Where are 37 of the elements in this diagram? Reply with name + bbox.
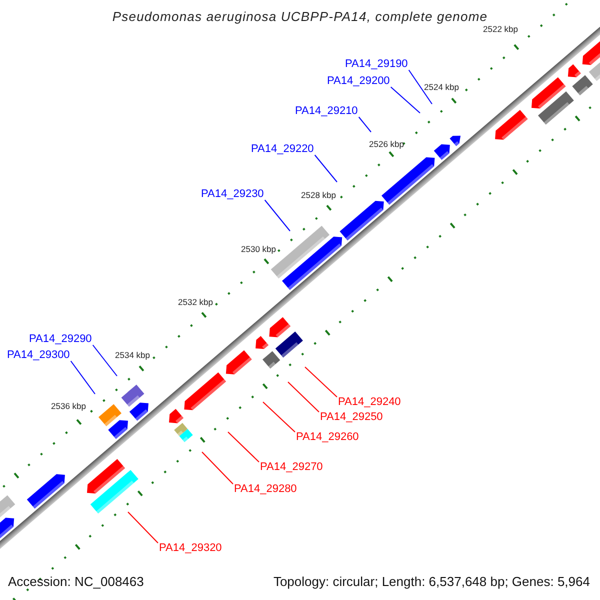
scale-label: 2522 kbp	[483, 24, 518, 34]
scale-label: 2536 kbp	[51, 401, 86, 411]
leader-line	[408, 70, 432, 104]
gene-label: PA14_29300	[7, 349, 70, 362]
leader-line	[262, 402, 296, 432]
scale-label: 2526 kbp	[369, 139, 404, 149]
gene-label: PA14_29290	[29, 333, 92, 346]
leader-line	[314, 154, 338, 182]
gene-label: PA14_29190	[345, 58, 408, 71]
scale-label: 2528 kbp	[301, 190, 336, 200]
leader-line	[358, 116, 372, 132]
gene-label: PA14_29200	[327, 75, 390, 88]
leader-line	[288, 382, 320, 412]
scale-label: 2532 kbp	[178, 297, 213, 307]
gene-label: PA14_29210	[295, 105, 358, 118]
leader-line	[70, 360, 96, 394]
leader-line	[202, 452, 234, 484]
gene-label: PA14_29260	[296, 431, 359, 444]
scale-label: 2524 kbp	[424, 82, 459, 92]
leader-line	[228, 432, 260, 462]
gene-label: PA14_29230	[201, 188, 264, 201]
gene-label: PA14_29240	[338, 396, 401, 409]
leader-line	[128, 512, 158, 544]
gene-label: PA14_29250	[320, 411, 383, 424]
scale-label: 2534 kbp	[115, 350, 150, 360]
footer-text: Topology: circular; Length: 6,537,648 bp; Genes: 5,964	[273, 574, 590, 590]
scale-label: 2530 kbp	[241, 244, 276, 254]
leader-line	[304, 366, 338, 398]
gene-label: PA14_29280	[234, 483, 297, 496]
gene-label: PA14_29320	[159, 542, 222, 555]
gene-label: PA14_29270	[260, 461, 323, 474]
footer-text: Accession: NC_008463	[8, 574, 144, 590]
leader-line	[92, 344, 118, 376]
title: Pseudomonas aeruginosa UCBPP-PA14, complete genome	[111, 9, 489, 25]
leader-line	[264, 200, 290, 232]
gene-label: PA14_29220	[251, 143, 314, 156]
leader-line	[390, 86, 420, 114]
